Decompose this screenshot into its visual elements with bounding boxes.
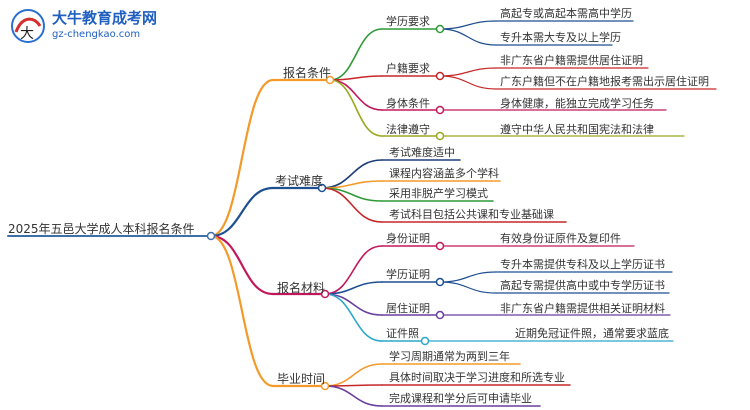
leaf-node: 高起专或高起本需高中学历 xyxy=(500,7,632,20)
sub-node-dot xyxy=(435,277,445,287)
sub-link xyxy=(321,187,383,223)
sub-node-dot xyxy=(435,241,445,251)
branch-label: 毕业时间 xyxy=(277,372,326,386)
sub-node: 居住证明 xyxy=(386,302,430,315)
sub-node: 证件照 xyxy=(386,327,419,340)
sub-link xyxy=(329,79,383,137)
sub-node-dot xyxy=(435,24,445,34)
leaf-node: 有效身份证原件及复印件 xyxy=(500,232,621,245)
branch-label: 考试难度 xyxy=(275,174,324,188)
branch-link xyxy=(209,234,275,296)
sub-link xyxy=(324,293,383,342)
sub-node: 采用非脱产学习模式 xyxy=(389,187,488,200)
branch-link xyxy=(209,234,275,388)
branch-link xyxy=(209,78,275,238)
leaf-link xyxy=(439,75,497,90)
sub-node: 考试难度适中 xyxy=(389,146,455,159)
sub-node: 法律遵守 xyxy=(386,123,430,136)
sub-node: 完成课程和学分后可申请毕业 xyxy=(389,392,532,405)
logo-icon: 大 xyxy=(11,9,45,43)
sub-node: 学历证明 xyxy=(386,268,430,281)
sub-link xyxy=(321,180,383,189)
leaf-node: 专升本需大专及以上学历 xyxy=(500,31,621,44)
sub-link xyxy=(324,293,383,316)
leaf-node: 专升本需提供专科及以上学历证书 xyxy=(500,258,665,271)
sub-node-dot xyxy=(435,71,445,81)
leaf-node: 遵守中华人民共和国宪法和法律 xyxy=(500,123,654,136)
branch-node-dot xyxy=(320,289,330,299)
branch-node-dot xyxy=(325,75,335,85)
branch-label: 报名条件 xyxy=(283,66,332,80)
sub-node-dot xyxy=(435,131,445,141)
sub-node: 考试科目包括公共课和专业基础课 xyxy=(389,208,554,221)
sub-node: 身体条件 xyxy=(386,97,430,110)
leaf-node: 广东户籍但不在户籍地报考需出示居住证明 xyxy=(500,75,709,88)
sub-node: 户籍要求 xyxy=(386,62,430,75)
logo-url: gz-chengkao.com xyxy=(52,29,141,40)
branch-label: 报名材料 xyxy=(277,281,326,295)
leaf-link xyxy=(439,20,497,30)
root-node: 2025年五邑大学成人本科报名条件 xyxy=(8,222,195,236)
leaf-node: 非广东省户籍需提供居住证明 xyxy=(500,54,643,67)
sub-node-dot xyxy=(420,336,430,346)
leaf-link xyxy=(439,271,497,283)
sub-link xyxy=(324,281,383,295)
leaf-node: 身体健康，能独立完成学习任务 xyxy=(500,97,654,110)
branch-node-dot xyxy=(320,381,330,391)
leaf-link xyxy=(439,67,497,77)
svg-text:大: 大 xyxy=(20,26,34,42)
branch-link xyxy=(209,186,275,238)
leaf-link xyxy=(439,28,497,46)
sub-link xyxy=(324,245,383,295)
sub-node: 课程内容涵盖多个学科 xyxy=(389,167,499,180)
sub-node: 学历要求 xyxy=(386,15,430,28)
leaf-link xyxy=(439,281,497,294)
sub-node: 具体时间取决于学习进度和所选专业 xyxy=(389,371,565,384)
sub-node: 学习周期通常为两到三年 xyxy=(389,350,510,363)
branch-node-dot xyxy=(317,183,327,193)
sub-node-dot xyxy=(435,105,445,115)
sub-link xyxy=(324,363,383,387)
sub-link xyxy=(329,79,383,111)
leaf-node: 近期免冠证件照，通常要求蓝底 xyxy=(515,327,669,340)
sub-node: 身份证明 xyxy=(386,232,430,245)
root-node-dot xyxy=(206,231,216,241)
leaf-node: 高起专需提供高中或中专学历证书 xyxy=(500,279,665,292)
sub-link xyxy=(329,28,383,81)
leaf-node: 非广东省户籍需提供相关证明材料 xyxy=(500,302,665,315)
sub-link xyxy=(324,385,383,407)
logo: 大 大牛教育成考网 gz-chengkao.com xyxy=(4,4,174,48)
logo-title: 大牛教育成考网 xyxy=(52,9,158,27)
sub-node-dot xyxy=(435,310,445,320)
